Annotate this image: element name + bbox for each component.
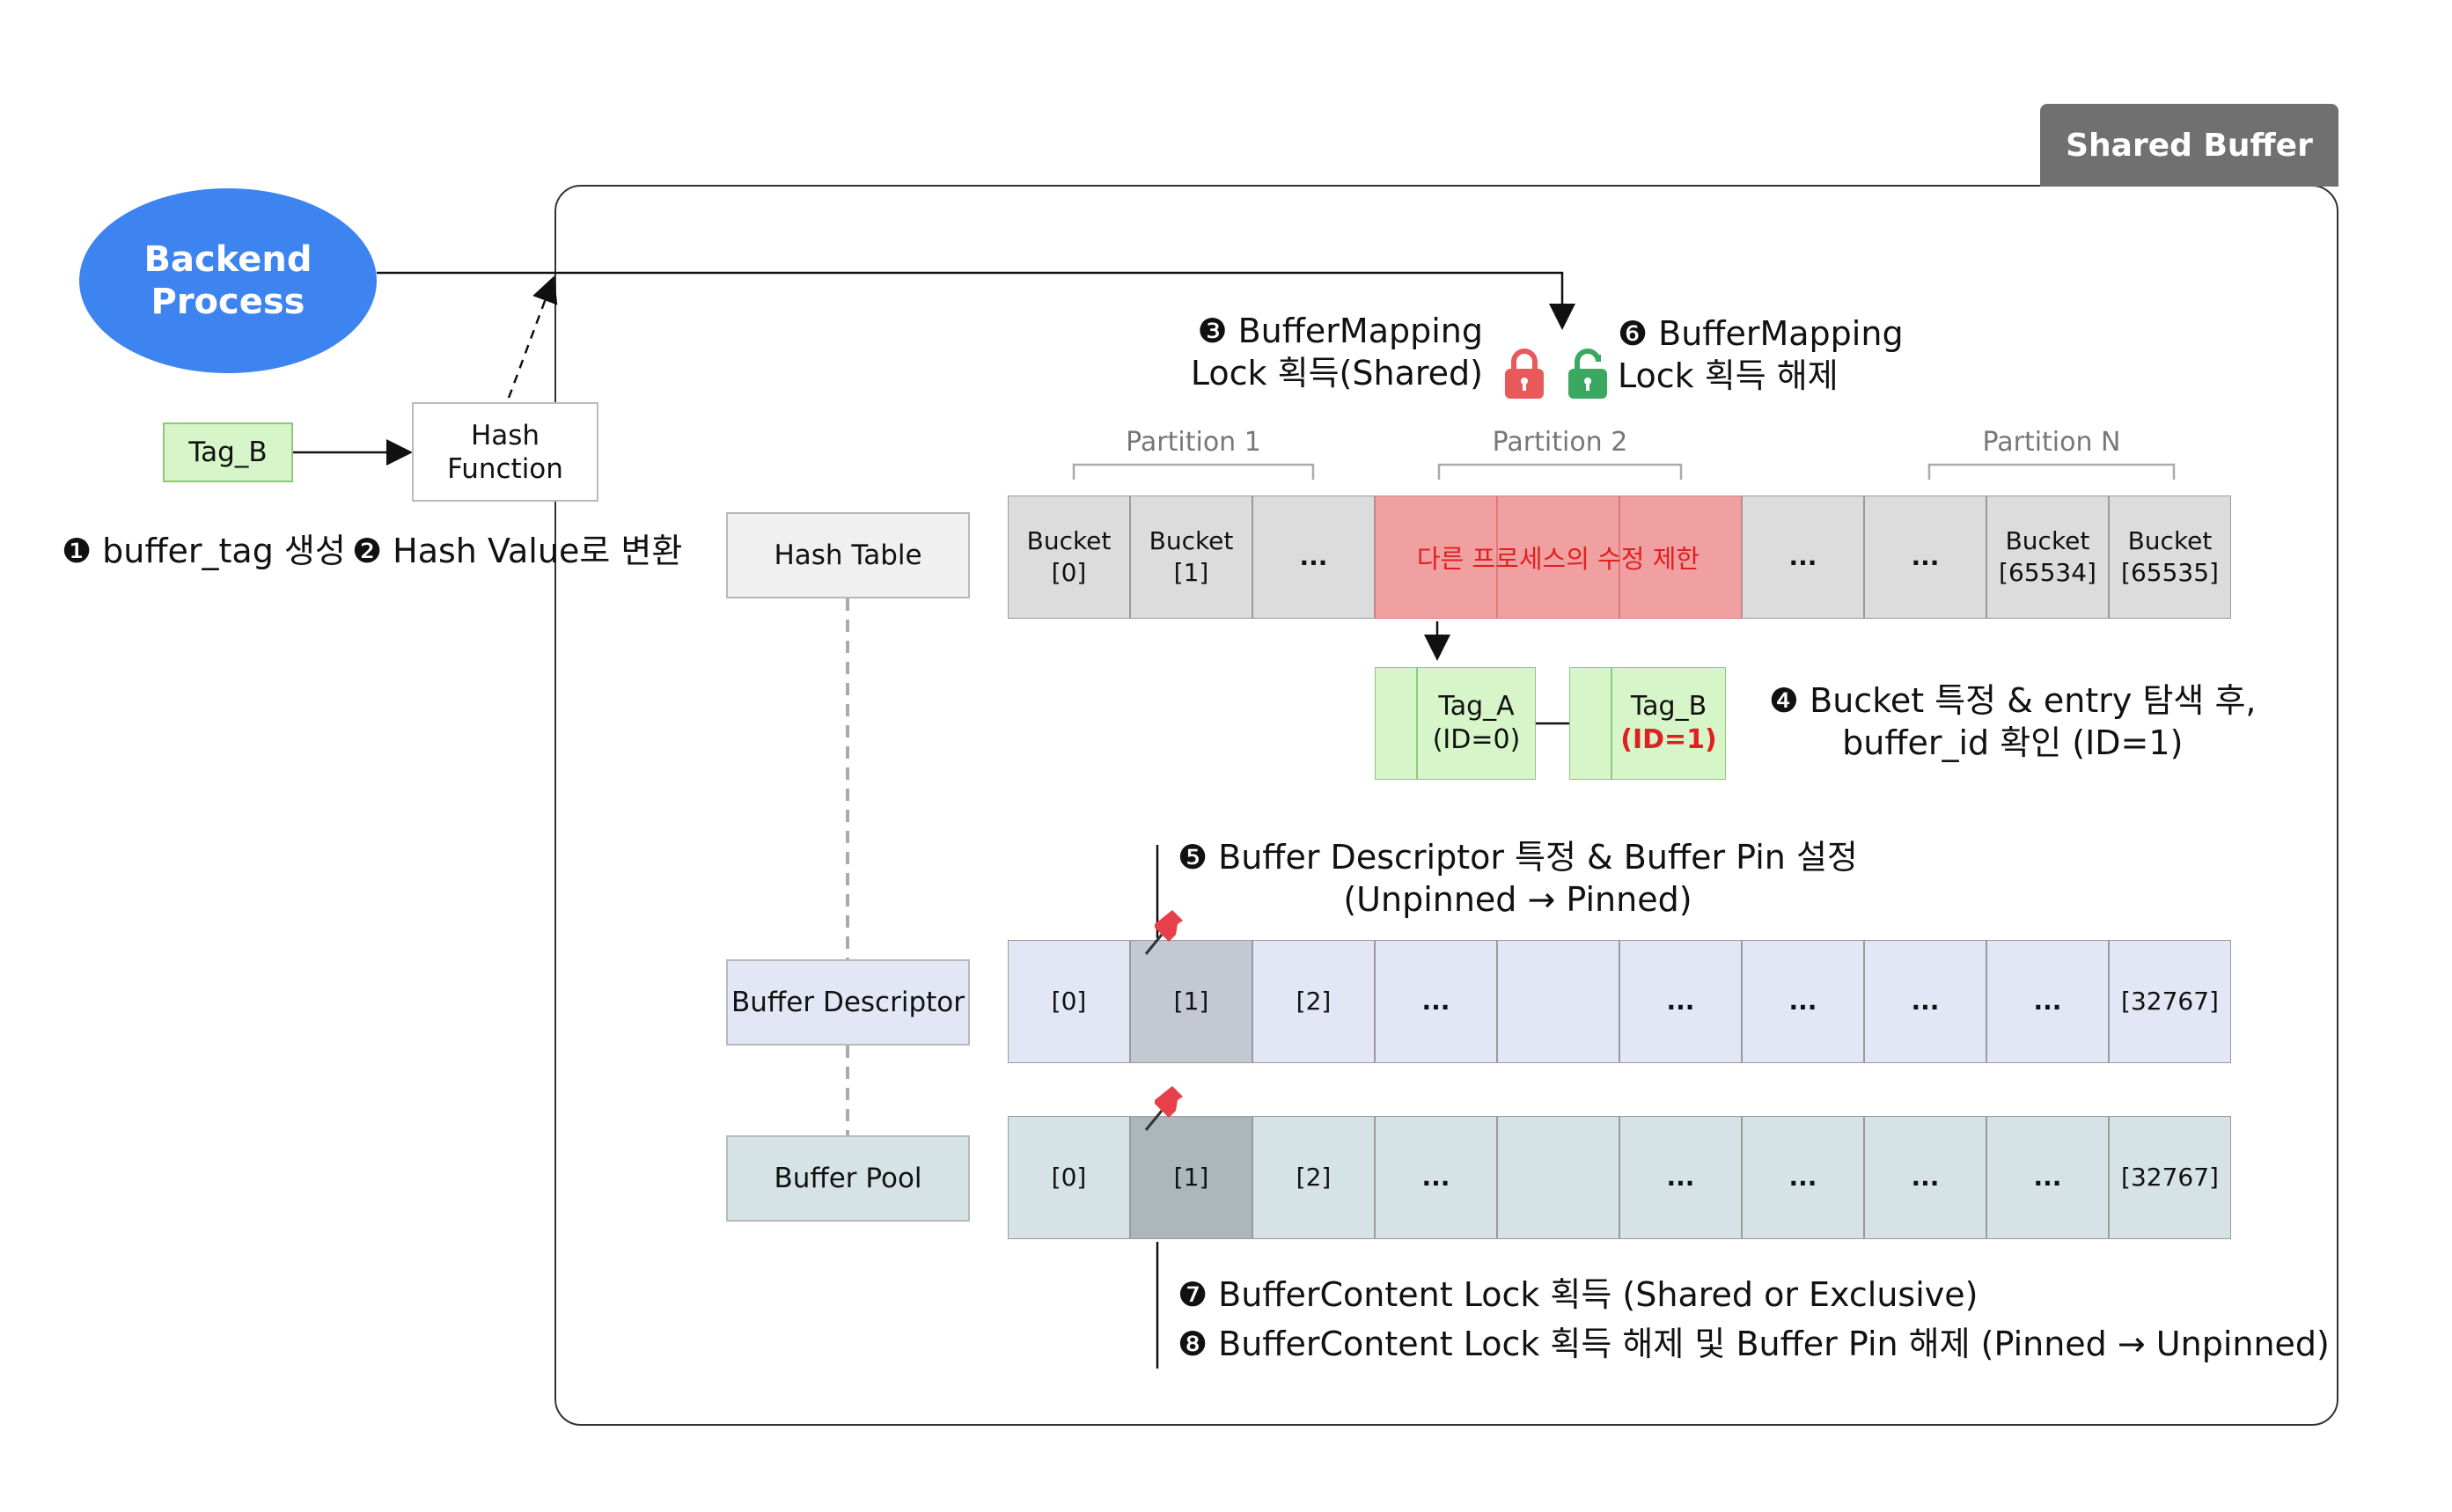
hash-cell: ... [1742,495,1864,619]
entry-a-tag: Tag_A [1438,691,1515,722]
step-4-label: ❹ Bucket 특정 & entry 탐색 후, buffer_id 확인 (… [1769,681,2257,762]
partition-1-bracket [1072,463,1315,480]
hash-cell: Bucket [65534] [1986,495,2109,619]
step-2-label: ❷ Hash Value로 변환 [352,532,683,570]
partition-n-bracket [1927,463,2176,480]
descriptor-cell: [2] [1252,940,1375,1063]
descriptor-cell-pinned: [1] [1130,940,1252,1063]
entry-b-pointer [1569,667,1611,780]
pushpin-icon [1144,1086,1183,1131]
buffer-pool-label: Buffer Pool [726,1135,970,1222]
entry-b: Tag_B (ID=1) [1611,667,1726,780]
descriptor-cell: ... [1619,940,1742,1063]
pool-cell: [2] [1252,1116,1375,1239]
hash-table-label: Hash Table [726,512,970,598]
hash-cell: Bucket [65535] [2109,495,2231,619]
shared-buffer-frame [554,185,2338,1426]
partition-2-label: Partition 2 [1492,427,1628,458]
descriptor-cell: ... [1375,940,1497,1063]
hash-cell-restricted [1497,495,1619,619]
entry-a-id: (ID=0) [1432,724,1521,755]
hash-function: Hash Function [412,402,598,502]
backend-to-lock-arrow [377,271,1575,330]
step-1-label: ❶ buffer_tag 생성 [62,532,346,570]
shared-buffer-tab: Shared Buffer [2040,104,2338,187]
partition-n-label: Partition N [1982,427,2121,458]
entry-b-id: (ID=1) [1620,724,1717,755]
descriptor-cell: [32767] [2109,940,2231,1063]
buffer-descriptor-label: Buffer Descriptor [726,959,970,1046]
lock-open-icon [1568,349,1607,399]
pool-cell: ... [1619,1116,1742,1239]
entry-b-tag: Tag_B [1630,691,1707,722]
hash-cell: Bucket [1] [1130,495,1252,619]
entry-a-pointer [1375,667,1417,780]
pool-cell-pinned: [1] [1130,1116,1252,1239]
pool-cell: ... [1986,1116,2109,1239]
hash-cell: ... [1864,495,1986,619]
pool-cell [1497,1116,1619,1239]
partition-1-label: Partition 1 [1126,427,1261,458]
pushpin-icon [1144,910,1183,955]
step-6-label: ❻ BufferMapping Lock 획득 해제 [1618,314,1904,395]
hash-cell-restricted [1375,495,1497,619]
restricted-text: 다른 프로세스의 수정 제한 [1416,544,1700,574]
descriptor-cell: ... [1742,940,1864,1063]
step-3-label: ❸ BufferMapping Lock 획득(Shared) [1190,312,1483,393]
descriptor-cell: [0] [1008,940,1130,1063]
pool-cell: [0] [1008,1116,1130,1239]
pool-cell: [32767] [2109,1116,2231,1239]
hash-cell-restricted [1619,495,1742,619]
pool-cell: ... [1375,1116,1497,1239]
step-5-label: ❺ Buffer Descriptor 특정 & Buffer Pin 설정 (… [1178,838,1858,919]
hash-cell: ... [1252,495,1375,619]
partition-2-bracket [1437,463,1683,480]
descriptor-cell: ... [1986,940,2109,1063]
tag-b-input: Tag_B [163,422,293,482]
entry-a: Tag_A (ID=0) [1417,667,1536,780]
descriptor-cell: ... [1864,940,1986,1063]
descriptor-cell [1497,940,1619,1063]
step-7-label: ❼ BufferContent Lock 획득 (Shared or Exclu… [1178,1275,1978,1314]
backend-process: Backend Process [79,188,377,373]
step-8-label: ❽ BufferContent Lock 획득 해제 및 Buffer Pin … [1178,1325,2330,1363]
hash-cell: Bucket [0] [1008,495,1130,619]
hash-to-buffer-arrow [507,275,558,399]
pool-cell: ... [1864,1116,1986,1239]
pool-cell: ... [1742,1116,1864,1239]
lock-closed-icon [1505,349,1544,399]
